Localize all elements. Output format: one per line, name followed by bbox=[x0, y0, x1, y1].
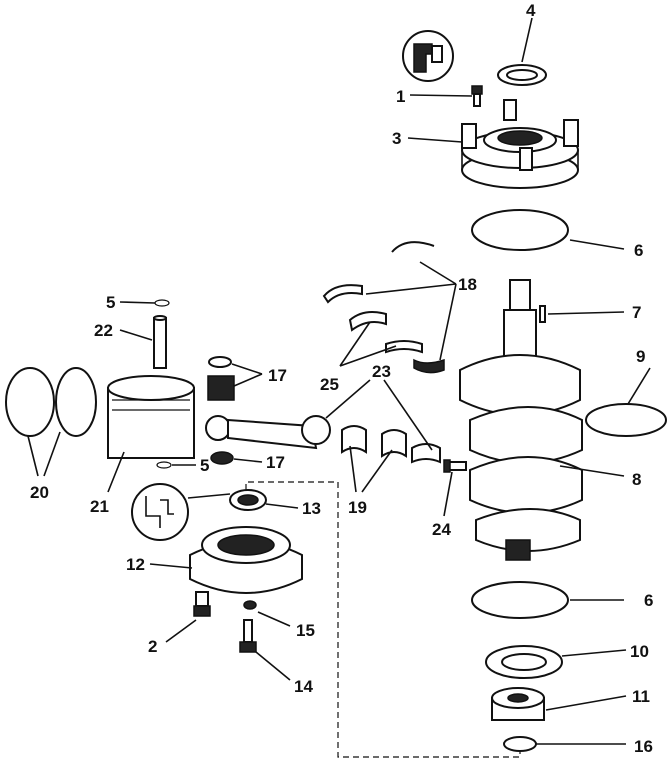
callout-25: 25 bbox=[320, 375, 339, 394]
callout-9: 9 bbox=[636, 347, 645, 366]
washer-15 bbox=[243, 600, 257, 610]
thrust-washer-10 bbox=[485, 645, 563, 679]
callout-20: 20 bbox=[30, 483, 49, 502]
callout-15: 15 bbox=[296, 621, 315, 640]
callout-16: 16 bbox=[634, 737, 653, 756]
callout-6-top: 6 bbox=[634, 241, 643, 260]
piston-21 bbox=[107, 375, 195, 459]
retainer-5-top bbox=[154, 299, 170, 307]
leader-lines bbox=[27, 17, 651, 745]
callout-23: 23 bbox=[372, 362, 391, 381]
ball-bearing-11 bbox=[491, 687, 545, 721]
callout-6-bottom: 6 bbox=[644, 591, 653, 610]
callout-10: 10 bbox=[630, 642, 649, 661]
callout-5-bottom: 5 bbox=[200, 456, 209, 475]
retainer-5-bottom bbox=[156, 461, 172, 469]
washer-17-bottom bbox=[210, 451, 234, 465]
sealant-icon bbox=[402, 30, 454, 82]
callout-17-top: 17 bbox=[268, 366, 287, 385]
o-ring-6-top bbox=[471, 209, 569, 251]
callout-12: 12 bbox=[126, 555, 145, 574]
callout-3: 3 bbox=[392, 129, 401, 148]
screw-2 bbox=[193, 591, 211, 617]
callout-5-top: 5 bbox=[106, 293, 115, 312]
grease-icon bbox=[131, 483, 189, 541]
screw-1 bbox=[471, 85, 483, 107]
crankshaft-8 bbox=[459, 279, 583, 561]
oil-seal-4 bbox=[497, 64, 547, 86]
retaining-ring-18 bbox=[391, 241, 435, 253]
callout-24: 24 bbox=[432, 520, 451, 539]
callout-labels: 1 2 3 4 5 5 6 6 7 8 9 10 11 12 13 14 15 … bbox=[30, 1, 653, 756]
piston-rings-20 bbox=[5, 367, 97, 437]
callout-7: 7 bbox=[632, 303, 641, 322]
retaining-ring-16 bbox=[503, 736, 537, 752]
lower-bearing-housing-12 bbox=[189, 526, 303, 594]
upper-bearing-housing-3 bbox=[461, 99, 579, 189]
screw-14 bbox=[239, 619, 257, 653]
o-ring-6-bottom bbox=[471, 581, 569, 619]
callout-18: 18 bbox=[458, 275, 477, 294]
roller-bearing-halves-19 bbox=[341, 425, 441, 464]
key-7 bbox=[539, 305, 546, 323]
piston-pin-22 bbox=[153, 315, 167, 369]
callout-8: 8 bbox=[632, 470, 641, 489]
retaining-ring-9 bbox=[585, 403, 667, 437]
callout-21: 21 bbox=[90, 497, 109, 516]
callout-2: 2 bbox=[148, 637, 157, 656]
callout-1: 1 bbox=[396, 87, 405, 106]
callout-13: 13 bbox=[302, 499, 321, 518]
connecting-rod bbox=[205, 415, 331, 450]
callout-19: 19 bbox=[348, 498, 367, 517]
rod-bolt-24 bbox=[443, 459, 467, 473]
bearing-cage-half-25 bbox=[348, 311, 445, 374]
callout-11: 11 bbox=[632, 687, 650, 706]
seal-13 bbox=[229, 489, 267, 511]
callout-22: 22 bbox=[94, 321, 113, 340]
needle-bearing-17 bbox=[207, 356, 235, 401]
callout-14: 14 bbox=[294, 677, 313, 696]
callout-17-bottom: 17 bbox=[266, 453, 285, 472]
callout-4: 4 bbox=[526, 1, 536, 20]
bearing-cage-half-18a bbox=[322, 284, 363, 304]
